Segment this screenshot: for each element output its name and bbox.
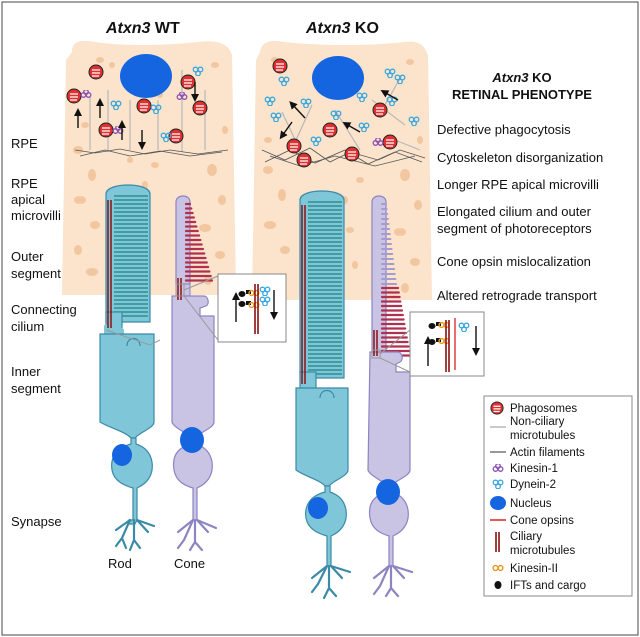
wt-actin-filaments xyxy=(74,148,229,157)
phenotype-item: Elongated cilium and outer xyxy=(437,204,592,219)
legend-kinesin1: Kinesin-1 xyxy=(510,463,558,475)
phenotype-item: Cytoskeleton disorganization xyxy=(437,150,603,165)
label-cilium-1: Connecting xyxy=(11,302,77,317)
wt-cone-nucleus xyxy=(180,427,204,453)
label-apical-1: RPE xyxy=(11,176,38,191)
label-cilium-2: cilium xyxy=(11,319,44,334)
label-outer-2: segment xyxy=(11,266,61,281)
ko-cone-synapse xyxy=(372,564,414,598)
legend-cone-opsins: Cone opsins xyxy=(510,515,574,527)
legend-phagosomes: Phagosomes xyxy=(510,403,577,415)
wt-title-gene: Atxn3 xyxy=(105,20,151,37)
wt-cone-synapse xyxy=(176,518,218,552)
phenotype-item: Longer RPE apical microvilli xyxy=(437,177,599,192)
legend-noncil-2: microtubules xyxy=(510,430,575,442)
wt-rpe-nucleus xyxy=(120,54,172,98)
label-synapse: Synapse xyxy=(11,514,62,529)
wt-cone xyxy=(171,195,218,552)
phenotype-title: Atxn3 KO xyxy=(491,70,551,85)
phenotype-item: Altered retrograde transport xyxy=(437,288,597,303)
ko-transport-inset xyxy=(409,311,485,377)
legend-actin: Actin filaments xyxy=(510,447,585,459)
wt-cone-inner-segment xyxy=(171,295,215,439)
ko-title-suffix: KO xyxy=(350,20,378,37)
wt-rod-nucleus xyxy=(112,444,132,466)
wt-rod-disks xyxy=(114,195,148,317)
nucleus-icon xyxy=(490,496,506,510)
ko-cone-opsin-disks xyxy=(380,286,412,357)
wt-rod-synapse xyxy=(114,518,156,552)
ko-rod-nucleus xyxy=(308,497,328,519)
label-apical-2: apical xyxy=(11,192,45,207)
ko-rod-synapse xyxy=(310,564,352,600)
wt-rod-ciliary-mt xyxy=(107,200,112,328)
ko-rod-inner-segment xyxy=(295,387,349,487)
legend-dynein2: Dynein-2 xyxy=(510,479,556,491)
wt-transport-inset xyxy=(217,273,287,343)
phenotype-item: Cone opsin mislocalization xyxy=(437,254,591,269)
ko-title: Atxn3 KO xyxy=(305,20,379,37)
ko-cone-nucleus xyxy=(376,479,400,505)
phagosome-icon xyxy=(490,401,504,415)
phenotype-title-gene: Atxn3 xyxy=(491,70,529,85)
label-inner-1: Inner xyxy=(11,364,41,379)
label-inner-2: segment xyxy=(11,381,61,396)
legend-ifts: IFTs and cargo xyxy=(510,580,586,592)
label-cone: Cone xyxy=(174,556,205,571)
label-rpe: RPE xyxy=(11,136,38,151)
wt-title: Atxn3 WT xyxy=(105,20,180,37)
ko-cone xyxy=(367,195,414,598)
ko-cone-disks-upper xyxy=(381,203,397,285)
ko-rod-disks xyxy=(308,201,342,375)
ko-rod xyxy=(295,190,352,600)
wt-rod xyxy=(99,184,156,552)
wt-rod-inner-segment xyxy=(99,333,155,439)
phenotype-panel: Atxn3 KO RETINAL PHENOTYPE Defective pha… xyxy=(437,70,603,303)
phenotype-item: Defective phagocytosis xyxy=(437,122,571,137)
ko-cone-inner-segment xyxy=(367,351,411,487)
left-labels: RPE RPE apical microvilli Outer segment … xyxy=(11,136,205,571)
legend-kinesin2: Kinesin-II xyxy=(510,563,558,575)
ko-rod-ciliary-mt xyxy=(301,205,306,384)
ko-title-gene: Atxn3 xyxy=(305,20,351,37)
inset-connectors xyxy=(105,275,411,373)
legend-noncil-1: Non-ciliary xyxy=(510,416,565,428)
label-apical-3: microvilli xyxy=(11,208,61,223)
label-rod: Rod xyxy=(108,556,132,571)
legend-nucleus: Nucleus xyxy=(510,498,552,510)
legend: Phagosomes Non-ciliary microtubules Acti… xyxy=(483,395,633,597)
ko-transport-arrows xyxy=(279,90,399,140)
phenotype-title-suffix: KO xyxy=(529,70,552,85)
ko-rpe-nucleus xyxy=(312,56,364,100)
legend-box xyxy=(483,395,633,597)
wt-transport-arrows xyxy=(74,82,199,150)
ift-cargo-icon xyxy=(494,581,502,589)
wt-rod-outer-segment xyxy=(105,184,151,323)
phenotype-title-line2: RETINAL PHENOTYPE xyxy=(452,87,592,102)
label-outer-1: Outer xyxy=(11,249,44,264)
ciliary-mt-icon xyxy=(495,532,500,552)
phenotype-item: segment of photoreceptors xyxy=(437,221,592,236)
legend-ciliary-2: microtubules xyxy=(510,545,575,557)
wt-title-suffix: WT xyxy=(150,20,180,37)
legend-ciliary-1: Ciliary xyxy=(510,531,542,543)
ko-cone-ciliary-mt xyxy=(373,330,378,356)
